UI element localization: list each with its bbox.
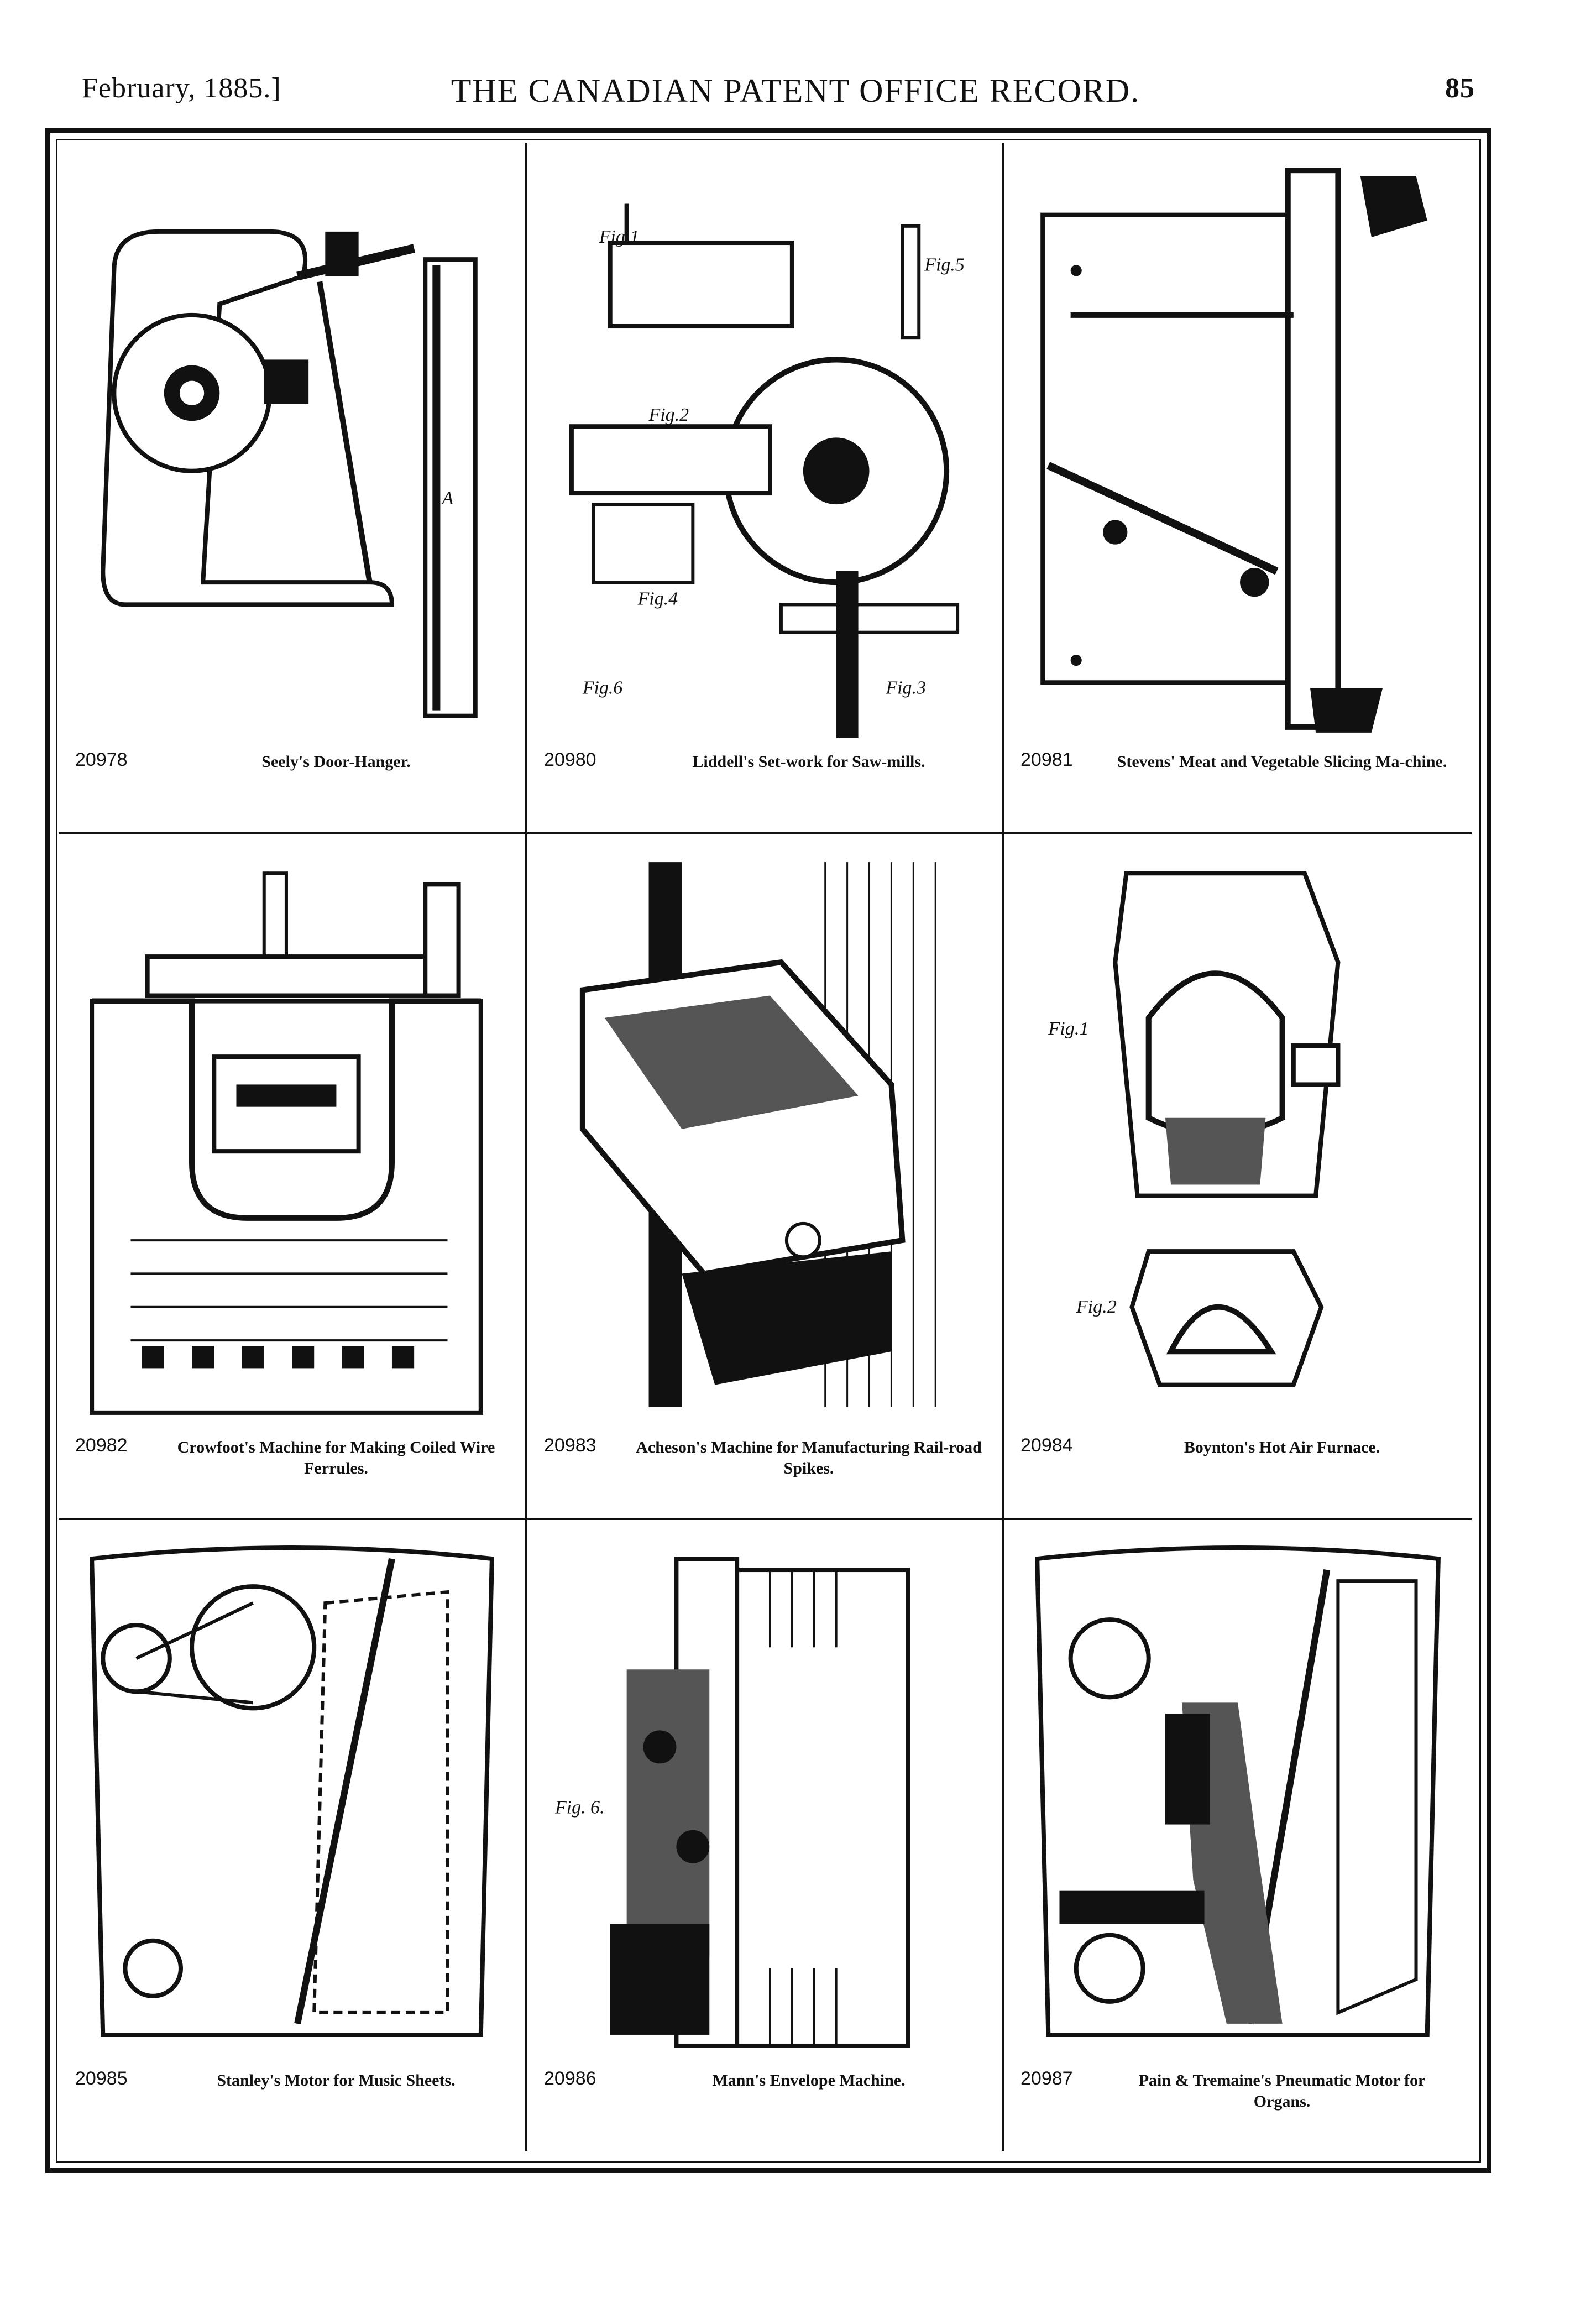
patent-caption: 20986 Mann's Envelope Machine.	[544, 2068, 985, 2134]
patent-caption: 20983 Acheson's Machine for Manufacturin…	[544, 1435, 985, 1501]
figure-label: Fig.6	[582, 677, 623, 698]
patent-caption: 20978 Seely's Door-Hanger.	[75, 749, 509, 816]
publication-title: THE CANADIAN PATENT OFFICE RECORD.	[451, 72, 1140, 109]
patent-cell-20984: Fig.1 Fig.2 20984 Boynton's Hot Air Furn…	[1004, 834, 1472, 1518]
column-divider	[1002, 143, 1004, 2151]
figure-label: Fig.1	[1048, 1018, 1088, 1039]
figure-label: Fig.3	[885, 677, 926, 698]
patent-number: 20986	[544, 2068, 596, 2089]
patent-cell-20986: Fig. 6. 20986 Mann's Envelope Machine.	[527, 1520, 1002, 2151]
pneumatic-organ-motor-drawing	[1026, 1537, 1449, 2057]
patent-title: Seely's Door-Hanger.	[261, 753, 411, 771]
figure-label: Fig.2	[1076, 1296, 1117, 1317]
patent-cell-20985: 20985 Stanley's Motor for Music Sheets.	[59, 1520, 525, 2151]
page-border	[45, 128, 1491, 2173]
patent-caption: 20984 Boynton's Hot Air Furnace.	[1020, 1435, 1455, 1501]
patent-cell-20981: 20981 Stevens' Meat and Vegetable Slicin…	[1004, 143, 1472, 832]
patent-number: 20985	[75, 2068, 128, 2089]
figure-label: Fig.1	[599, 227, 640, 247]
hot-air-furnace-drawing: Fig.1 Fig.2	[1026, 851, 1449, 1424]
patent-cell-20983: 20983 Acheson's Machine for Manufacturin…	[527, 834, 1002, 1518]
patent-cell-20987: 20987 Pain & Tremaine's Pneumatic Motor …	[1004, 1520, 1472, 2151]
envelope-machine-drawing: Fig. 6.	[549, 1537, 980, 2057]
patent-title: Pain & Tremaine's Pneumatic Motor for Or…	[1138, 2071, 1426, 2111]
patent-number: 20987	[1020, 2068, 1073, 2089]
patent-caption: 20982 Crowfoot's Machine for Making Coil…	[75, 1435, 509, 1501]
patent-cell-20982: 20982 Crowfoot's Machine for Making Coil…	[59, 834, 525, 1518]
patent-number: 20982	[75, 1435, 128, 1456]
patent-title: Mann's Envelope Machine.	[712, 2071, 906, 2090]
patent-title: Liddell's Set-work for Saw-mills.	[692, 753, 925, 771]
patent-cell-20978: A 20978 Seely's Door-Hanger.	[59, 143, 525, 832]
patent-number: 20984	[1020, 1435, 1073, 1456]
patent-number: 20983	[544, 1435, 596, 1456]
patent-number: 20981	[1020, 749, 1073, 770]
door-hanger-drawing: A	[81, 159, 503, 738]
patent-cell-20980: Fig.1 Fig.2 Fig.3 Fig.4 Fig.5 Fig.6 2098…	[527, 143, 1002, 832]
saw-mill-setwork-drawing: Fig.1 Fig.2 Fig.3 Fig.4 Fig.5 Fig.6	[549, 159, 980, 738]
figure-label: Fig.5	[924, 254, 965, 275]
patent-caption: 20985 Stanley's Motor for Music Sheets.	[75, 2068, 509, 2134]
svg-text:A: A	[441, 488, 453, 509]
patent-number: 20980	[544, 749, 596, 770]
column-divider	[525, 143, 527, 2151]
slicing-machine-drawing	[1026, 159, 1449, 738]
patent-number: 20978	[75, 749, 128, 770]
patent-caption: 20981 Stevens' Meat and Vegetable Slicin…	[1020, 749, 1455, 816]
page-number: 85	[1445, 72, 1475, 104]
patent-title: Crowfoot's Machine for Making Coiled Wir…	[177, 1438, 495, 1477]
patent-title: Boynton's Hot Air Furnace.	[1184, 1438, 1380, 1456]
row-divider	[59, 1518, 1472, 1520]
patent-title: Acheson's Machine for Manufacturing Rail…	[636, 1438, 982, 1477]
row-divider	[59, 832, 1472, 834]
patent-title: Stevens' Meat and Vegetable Slicing Ma-c…	[1117, 753, 1447, 771]
railroad-spike-machine-drawing	[549, 851, 980, 1424]
page-date: February, 1885.]	[82, 72, 281, 104]
patent-caption: 20980 Liddell's Set-work for Saw-mills.	[544, 749, 985, 816]
patent-title: Stanley's Motor for Music Sheets.	[217, 2071, 456, 2090]
figure-label: Fig.4	[637, 588, 678, 609]
music-sheet-motor-drawing	[81, 1537, 503, 2057]
patent-caption: 20987 Pain & Tremaine's Pneumatic Motor …	[1020, 2068, 1455, 2134]
wire-ferrule-machine-drawing	[81, 851, 503, 1424]
figure-label: Fig.2	[648, 405, 689, 425]
figure-label: Fig. 6.	[554, 1797, 604, 1818]
